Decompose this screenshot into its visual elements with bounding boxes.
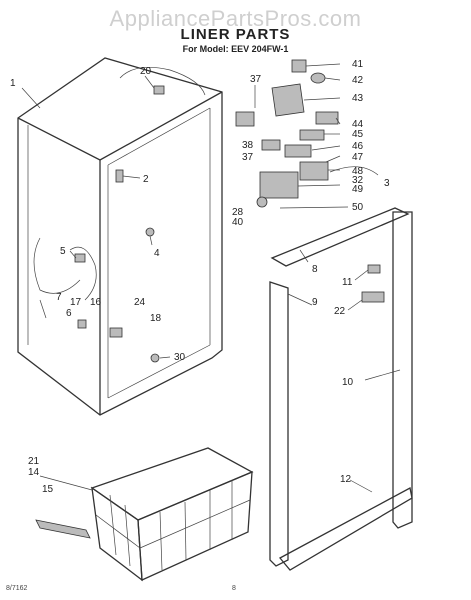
callout-1: 1 (10, 78, 16, 89)
callout-32: 32 (352, 175, 364, 186)
watermark: AppliancePartsPros.com (109, 6, 362, 31)
callout-6: 6 (66, 308, 72, 319)
callout-7: 7 (56, 292, 62, 303)
callout-28: 28 (232, 207, 244, 218)
callout-47: 47 (352, 152, 364, 163)
callout-21: 21 (28, 456, 40, 467)
callout-9: 9 (312, 297, 318, 308)
callout-4: 4 (154, 248, 160, 259)
control-parts (235, 59, 379, 208)
callout-45: 45 (352, 129, 364, 140)
callout-40: 40 (232, 217, 244, 228)
callout-41: 41 (352, 59, 364, 70)
callout-46: 46 (352, 141, 364, 152)
callout-3: 3 (384, 178, 390, 189)
model-number: For Model: EEV 204FW-1 (182, 44, 289, 54)
callout-16: 16 (90, 297, 102, 308)
callout-44: 44 (352, 119, 364, 130)
callout-24: 24 (134, 297, 146, 308)
callout-14: 14 (28, 467, 40, 478)
callout-17: 17 (70, 297, 82, 308)
callout-37b: 37 (242, 152, 254, 163)
callout-49: 49 (352, 184, 364, 195)
callout-10: 10 (342, 377, 354, 388)
callout-38: 38 (242, 140, 254, 151)
callout-50: 50 (352, 202, 364, 213)
callout-48: 48 (352, 166, 364, 177)
callout-22: 22 (334, 306, 346, 317)
callout-11: 11 (342, 277, 353, 288)
callout-18: 18 (150, 313, 162, 324)
callout-12: 12 (340, 474, 352, 485)
footer-page-number: 8 (232, 585, 236, 592)
footer-code: 8/7162 (6, 585, 28, 592)
callout-30: 30 (174, 352, 186, 363)
leader-lines (21, 63, 401, 493)
callout-labels: 1 20 37 41 42 43 44 45 38 46 37 47 48 32… (10, 59, 390, 495)
breaker-strips (269, 207, 413, 571)
callout-37: 37 (250, 74, 262, 85)
wire-basket (35, 447, 254, 582)
callout-5: 5 (60, 246, 66, 257)
callout-15: 15 (42, 484, 54, 495)
liner-cabinet (17, 57, 223, 416)
callout-2: 2 (143, 174, 149, 185)
callout-8: 8 (312, 264, 318, 275)
callout-20: 20 (140, 66, 152, 77)
callout-43: 43 (352, 93, 364, 104)
diagram-title: LINER PARTS (180, 26, 291, 43)
callout-42: 42 (352, 75, 364, 86)
